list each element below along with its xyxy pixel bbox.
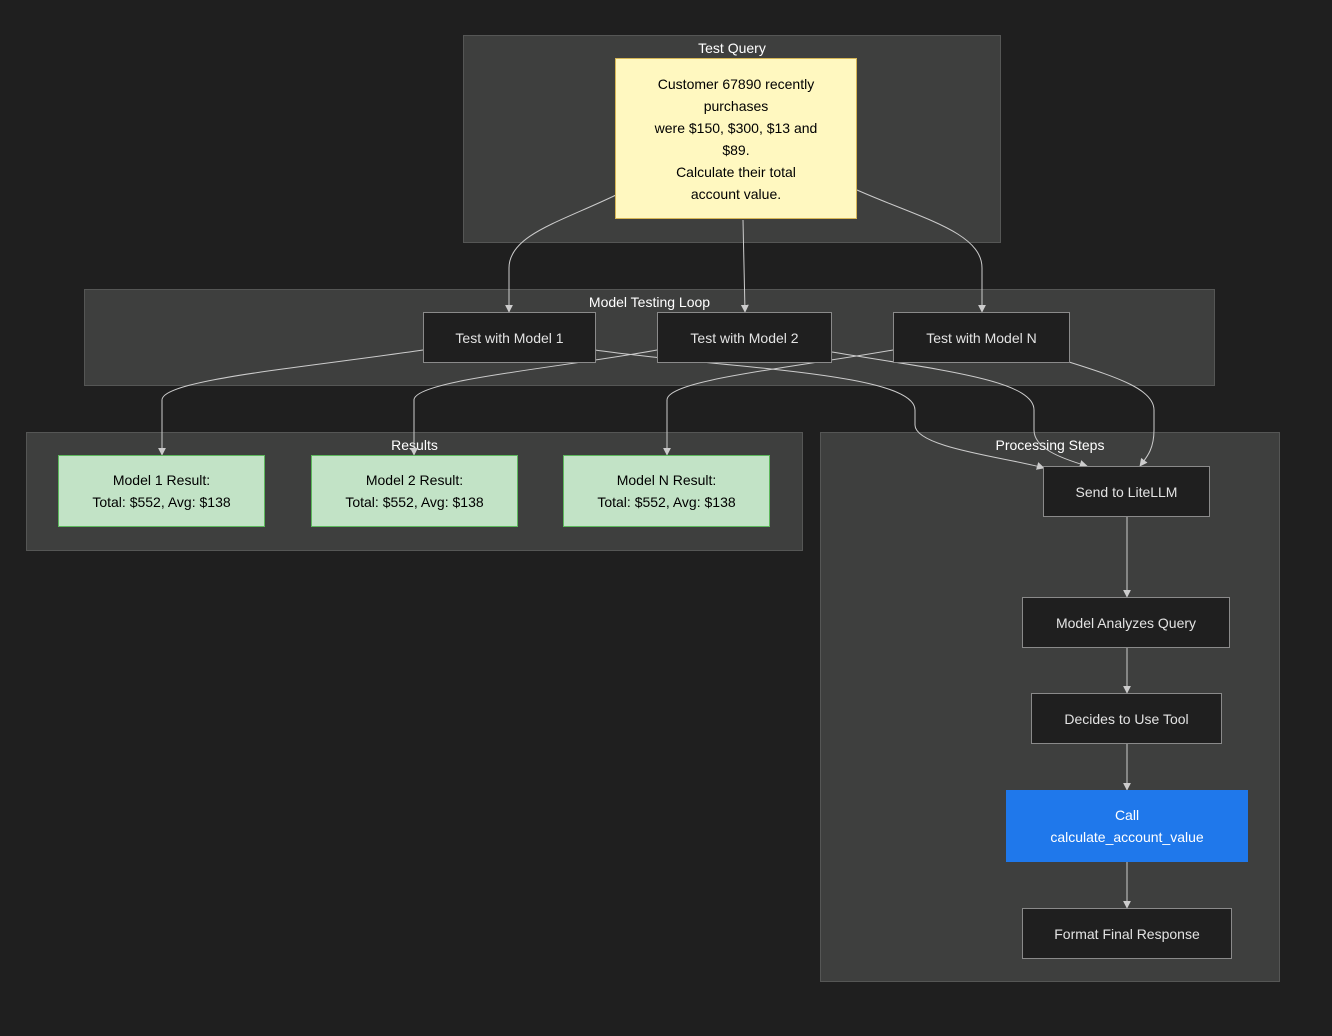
result-2-node: Model 2 Result: Total: $552, Avg: $138 — [311, 455, 518, 527]
format-response-node: Format Final Response — [1022, 908, 1232, 959]
cluster-title-test-query: Test Query — [698, 40, 766, 56]
cluster-title-processing-steps: Processing Steps — [995, 437, 1105, 453]
result-n-node: Model N Result: Total: $552, Avg: $138 — [563, 455, 770, 527]
cluster-title-model-testing-loop: Model Testing Loop — [588, 294, 711, 310]
call-tool-node: Call calculate_account_value — [1006, 790, 1248, 862]
model-n-node: Test with Model N — [893, 312, 1070, 363]
analyze-query-node: Model Analyzes Query — [1022, 597, 1230, 648]
query-node: Customer 67890 recently purchases were $… — [615, 58, 857, 219]
result-1-node: Model 1 Result: Total: $552, Avg: $138 — [58, 455, 265, 527]
decide-tool-node: Decides to Use Tool — [1031, 693, 1222, 744]
model-1-node: Test with Model 1 — [423, 312, 596, 363]
send-litellm-node: Send to LiteLLM — [1043, 466, 1210, 517]
cluster-title-results: Results — [391, 437, 438, 453]
model-2-node: Test with Model 2 — [657, 312, 832, 363]
